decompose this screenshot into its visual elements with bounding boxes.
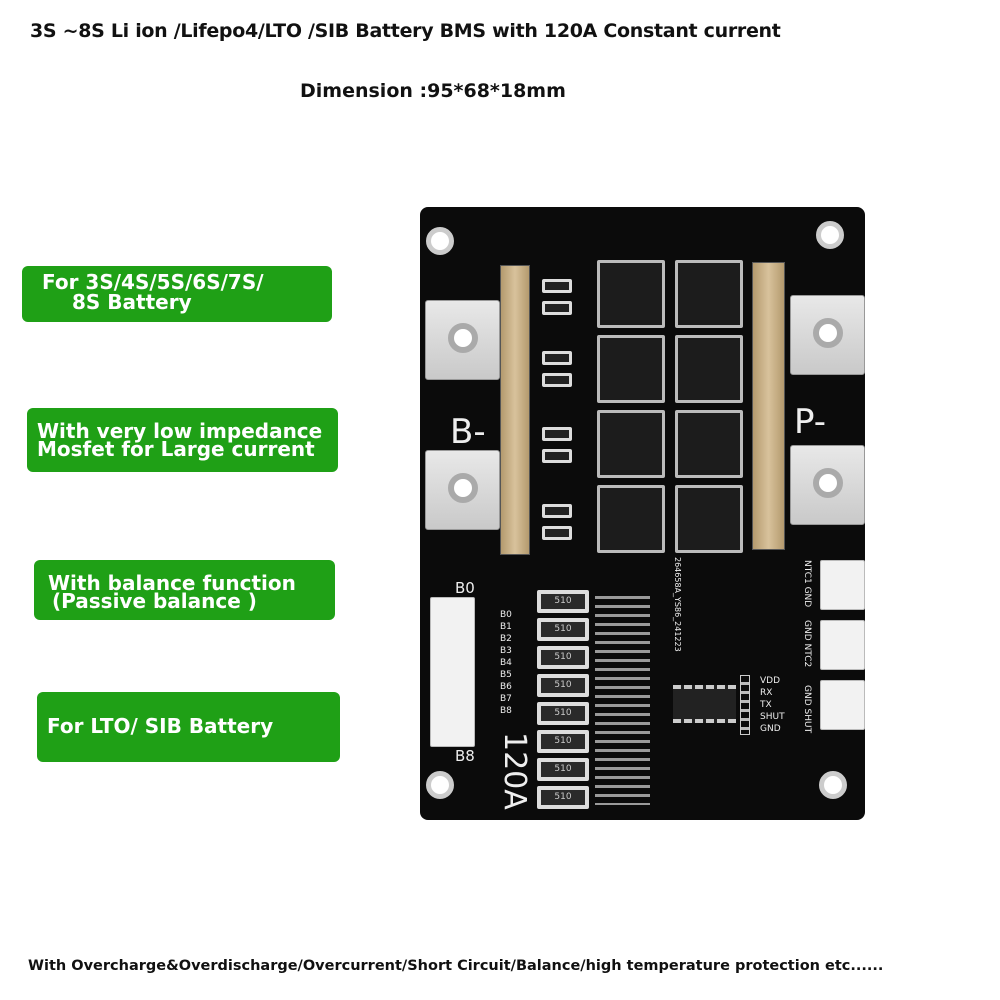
resistor [542, 279, 572, 293]
resistor [542, 526, 572, 540]
balance-resistor: 510 [537, 646, 589, 669]
balance-resistor: 510 [537, 758, 589, 781]
protection-features-text: With Overcharge&Overdischarge/Overcurren… [28, 958, 884, 974]
mount-hole [819, 771, 847, 799]
mosfet [675, 485, 743, 553]
pin-label: B3 [500, 646, 512, 656]
b-minus-label: B- [450, 412, 486, 452]
badge-line: For 3S/4S/5S/6S/7S/ [42, 270, 264, 294]
balance-label-top: B0 [455, 579, 475, 597]
dimension-text: Dimension :95*68*18mm [300, 80, 566, 102]
page-title: 3S ~8S Li ion /Lifepo4/LTO /SIB Battery … [30, 20, 781, 42]
pin-label: SHUT [760, 712, 785, 722]
mount-hole [426, 227, 454, 255]
balance-resistor: 510 [537, 730, 589, 753]
p-minus-terminal [790, 295, 865, 375]
pcb-code: 264658A_YS86_241223 [673, 557, 682, 652]
ntc1-connector [820, 560, 865, 610]
mount-hole [816, 221, 844, 249]
b-minus-terminal [425, 300, 500, 380]
resistor [542, 449, 572, 463]
mosfet [597, 410, 665, 478]
feature-badge-balance: With balance function (Passive balance ) [34, 560, 335, 620]
feature-badge-mosfet: With very low impedance Mosfet for Large… [27, 408, 338, 472]
badge-line: With very low impedance [37, 419, 323, 443]
p-minus-label: P- [794, 402, 827, 442]
feature-badge-cell-count: For 3S/4S/5S/6S/7S/ 8S Battery [22, 266, 332, 322]
pin-label: B7 [500, 694, 512, 704]
feature-badge-lto-sib: For LTO/ SIB Battery [37, 692, 340, 762]
uart-header [740, 675, 750, 735]
mosfet [675, 410, 743, 478]
pin-label: B2 [500, 634, 512, 644]
copper-bar [500, 265, 530, 555]
connector-label: GND NTC2 [802, 620, 812, 668]
copper-bar [752, 262, 785, 550]
resistor [542, 301, 572, 315]
pin-label: VDD [760, 676, 781, 686]
mosfet [597, 260, 665, 328]
balance-resistor: 510 [537, 590, 589, 613]
resistor [542, 373, 572, 387]
shut-connector [820, 680, 865, 730]
pin-label: GND [760, 724, 781, 734]
connector-label: NTC1 GND [802, 560, 812, 608]
pin-label: B8 [500, 706, 512, 716]
mount-hole [426, 771, 454, 799]
pin-label: RX [760, 688, 773, 698]
balance-pin-labels: B0 B1 B2 B3 B4 B5 B6 B7 B8 [500, 609, 512, 717]
pin-label: B1 [500, 622, 512, 632]
mosfet [597, 335, 665, 403]
balance-resistor: 510 [537, 702, 589, 725]
balance-label-bottom: B8 [455, 747, 475, 765]
pin-label: B5 [500, 670, 512, 680]
balance-resistors: 510 510 510 510 510 510 510 510 [537, 590, 589, 809]
balance-mosfet-array [595, 590, 650, 805]
current-rating-label: 120A [497, 732, 532, 810]
bms-ic-chip [673, 685, 736, 723]
mosfet [675, 335, 743, 403]
badge-line: Mosfet for Large current [37, 437, 315, 461]
balance-resistor: 510 [537, 674, 589, 697]
resistor [542, 427, 572, 441]
balance-connector [430, 597, 475, 747]
p-minus-terminal [790, 445, 865, 525]
b-minus-terminal [425, 450, 500, 530]
connector-label: GND SHUT [802, 685, 812, 734]
ntc2-connector [820, 620, 865, 670]
pin-label: B0 [500, 610, 512, 620]
badge-line: (Passive balance ) [52, 589, 257, 613]
badge-line: For LTO/ SIB Battery [47, 714, 274, 738]
resistor [542, 351, 572, 365]
resistor [542, 504, 572, 518]
bms-board-image: B- P- B0 B0 B1 B2 B3 B4 B5 B6 B7 B8 B8 1… [420, 207, 865, 820]
balance-resistor: 510 [537, 618, 589, 641]
mosfet [597, 485, 665, 553]
balance-resistor: 510 [537, 786, 589, 809]
pin-label: B4 [500, 658, 512, 668]
uart-pin-labels: VDD RX TX SHUT GND [760, 675, 785, 735]
badge-line: With balance function [48, 571, 296, 595]
pin-label: B6 [500, 682, 512, 692]
badge-line: 8S Battery [72, 290, 192, 314]
pin-label: TX [760, 700, 772, 710]
mosfet [675, 260, 743, 328]
